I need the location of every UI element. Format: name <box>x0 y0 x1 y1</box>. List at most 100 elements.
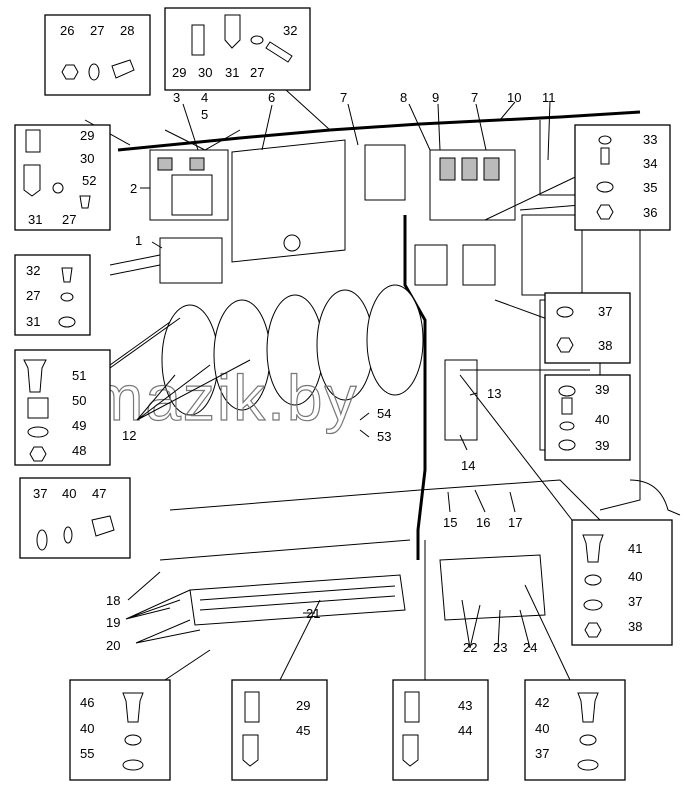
bracket-icon <box>23 164 41 197</box>
washer-icon <box>556 306 574 318</box>
bolt-icon <box>23 359 47 393</box>
box-label: 36 <box>643 205 657 220</box>
box-label: 27 <box>26 288 40 303</box>
plate-icon <box>404 691 420 723</box>
callout-21: 21 <box>306 606 320 621</box>
bracket-icon <box>242 734 259 767</box>
box-label: 55 <box>80 746 94 761</box>
callout-2: 2 <box>130 181 137 196</box>
spacer-icon <box>27 397 49 419</box>
box-label: 37 <box>628 594 642 609</box>
box-label: 26 <box>60 23 74 38</box>
screw-icon <box>111 59 135 79</box>
callout-14: 14 <box>461 458 475 473</box>
bolt-icon <box>561 397 573 415</box>
box-label: 30 <box>198 65 212 80</box>
bolt-icon <box>265 41 293 63</box>
bracket-icon <box>402 734 419 767</box>
washer-icon <box>250 35 264 45</box>
callout-11: 11 <box>542 90 556 105</box>
plate-icon <box>244 691 260 723</box>
detail-box-43-44: 43 44 <box>392 679 489 781</box>
bolt-icon <box>91 515 115 537</box>
callout-15: 15 <box>443 515 457 530</box>
box-label: 27 <box>90 23 104 38</box>
nut-icon <box>556 337 574 353</box>
box-label: 41 <box>628 541 642 556</box>
detail-box-46-40-55: 46 40 55 <box>69 679 171 781</box>
callout-17: 17 <box>508 515 522 530</box>
detail-box-37-40-47: 37 40 47 <box>19 477 131 559</box>
callout-4: 4 <box>201 90 208 105</box>
washer-icon <box>60 292 74 302</box>
box-label: 40 <box>535 721 549 736</box>
nut-icon <box>61 64 79 80</box>
nut-icon <box>584 622 602 638</box>
box-label: 31 <box>28 212 42 227</box>
bolt-icon <box>600 147 610 165</box>
washer-icon <box>558 385 576 397</box>
washer-icon <box>583 599 603 611</box>
box-label: 40 <box>62 486 76 501</box>
callout-53: 53 <box>377 429 391 444</box>
callout-1: 1 <box>135 233 142 248</box>
callout-10: 10 <box>507 90 521 105</box>
callout-13: 13 <box>487 386 501 401</box>
callout-8: 8 <box>400 90 407 105</box>
washer-icon <box>36 529 48 551</box>
box-label: 45 <box>296 723 310 738</box>
bolt-icon <box>122 692 144 723</box>
washer-icon <box>558 439 576 451</box>
detail-box-32-27-31: 32 27 31 <box>14 254 91 336</box>
box-label: 51 <box>72 368 86 383</box>
washer-icon <box>596 181 614 193</box>
washer-icon <box>579 734 597 746</box>
callout-6: 6 <box>268 90 275 105</box>
box-label: 46 <box>80 695 94 710</box>
plate-icon <box>191 24 205 56</box>
detail-box-51-50-49-48: 51 50 49 48 <box>14 349 111 466</box>
callout-12: 12 <box>122 428 136 443</box>
detail-box-41-40-37-38: 41 40 37 38 <box>571 519 673 646</box>
box-label: 35 <box>643 180 657 195</box>
box-label: 34 <box>643 156 657 171</box>
washer-icon <box>559 421 575 431</box>
washer-icon <box>88 63 100 81</box>
box-label: 37 <box>598 304 612 319</box>
detail-box-39-40-39: 39 40 39 <box>544 374 631 461</box>
bolt-icon <box>79 195 91 209</box>
box-label: 27 <box>62 212 76 227</box>
box-label: 30 <box>80 151 94 166</box>
box-label: 43 <box>458 698 472 713</box>
box-label: 39 <box>595 382 609 397</box>
washer-icon <box>584 574 602 586</box>
box-label: 33 <box>643 132 657 147</box>
bolt-icon <box>577 692 599 723</box>
washer-icon <box>27 426 49 438</box>
washer-icon <box>122 759 144 771</box>
detail-box-29-30-31-27-32: 32 29 30 31 27 <box>164 7 311 91</box>
box-label: 31 <box>26 314 40 329</box>
callout-7a: 7 <box>340 90 347 105</box>
washer-icon <box>58 316 76 328</box>
callout-labels: 1 2 3 4 5 6 7 8 9 7 10 11 12 13 14 15 16… <box>106 90 556 655</box>
detail-box-42-40-37: 42 40 37 <box>524 679 626 781</box>
box-label: 32 <box>283 23 297 38</box>
box-label: 48 <box>72 443 86 458</box>
washer-icon <box>63 526 73 544</box>
callout-24: 24 <box>523 640 537 655</box>
box-label: 29 <box>80 128 94 143</box>
callout-9: 9 <box>432 90 439 105</box>
nut-icon <box>596 204 614 220</box>
box-label: 28 <box>120 23 134 38</box>
callout-54: 54 <box>377 406 391 421</box>
washer-icon <box>124 734 142 746</box>
box-label: 52 <box>82 173 96 188</box>
box-label: 37 <box>33 486 47 501</box>
callout-22: 22 <box>463 640 477 655</box>
box-label: 40 <box>595 412 609 427</box>
box-label: 29 <box>296 698 310 713</box>
callout-23: 23 <box>493 640 507 655</box>
box-label: 29 <box>172 65 186 80</box>
